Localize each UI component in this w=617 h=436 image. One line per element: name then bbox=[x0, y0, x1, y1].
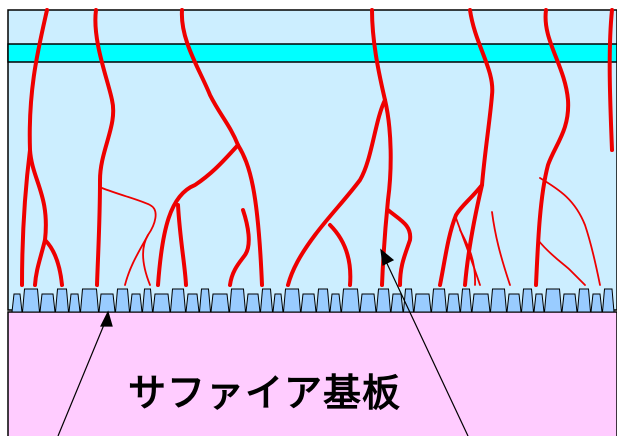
substrate-label: サファイア基板 bbox=[128, 362, 428, 417]
nucleation-island bbox=[461, 289, 472, 312]
nucleation-island bbox=[230, 289, 246, 312]
nucleation-island bbox=[562, 294, 577, 312]
nucleation-island bbox=[377, 289, 391, 312]
nucleation-island bbox=[246, 294, 260, 312]
nucleation-island bbox=[342, 289, 360, 312]
nucleation-island bbox=[284, 289, 301, 312]
nucleation-island bbox=[447, 294, 460, 312]
nucleation-island bbox=[81, 289, 99, 312]
nucleation-island bbox=[23, 289, 40, 312]
nucleation-island bbox=[360, 294, 376, 312]
nucleation-island bbox=[472, 294, 490, 312]
nucleation-island bbox=[578, 289, 591, 312]
nucleation-island bbox=[40, 294, 55, 312]
nucleation-island bbox=[56, 289, 69, 312]
nucleation-island bbox=[12, 294, 22, 312]
nucleation-island bbox=[130, 294, 142, 312]
nucleation-island bbox=[116, 289, 130, 312]
nucleation-island bbox=[491, 289, 507, 312]
nucleation-island bbox=[591, 294, 602, 312]
nucleation-island bbox=[545, 289, 562, 312]
nucleation-island bbox=[522, 289, 534, 312]
nucleation-island bbox=[261, 289, 273, 312]
nucleation-island bbox=[200, 289, 211, 312]
nucleation-island bbox=[153, 294, 170, 312]
nucleation-island bbox=[301, 294, 316, 312]
nucleation-island bbox=[211, 294, 229, 312]
nucleation-island bbox=[69, 294, 80, 312]
nucleation-island bbox=[391, 294, 403, 312]
nucleation-island bbox=[317, 289, 330, 312]
nucleation-island bbox=[171, 289, 186, 312]
nucleation-island bbox=[143, 289, 153, 312]
nucleation-island bbox=[330, 294, 341, 312]
nucleation-island bbox=[186, 294, 199, 312]
nucleation-island bbox=[432, 289, 447, 312]
nucleation-island bbox=[507, 294, 521, 312]
nucleation-island bbox=[99, 294, 115, 312]
nucleation-island bbox=[603, 289, 615, 312]
nucleation-island bbox=[414, 294, 431, 312]
dislocation-line bbox=[610, 10, 612, 150]
nucleation-island bbox=[273, 294, 283, 312]
nucleation-island bbox=[534, 294, 544, 312]
